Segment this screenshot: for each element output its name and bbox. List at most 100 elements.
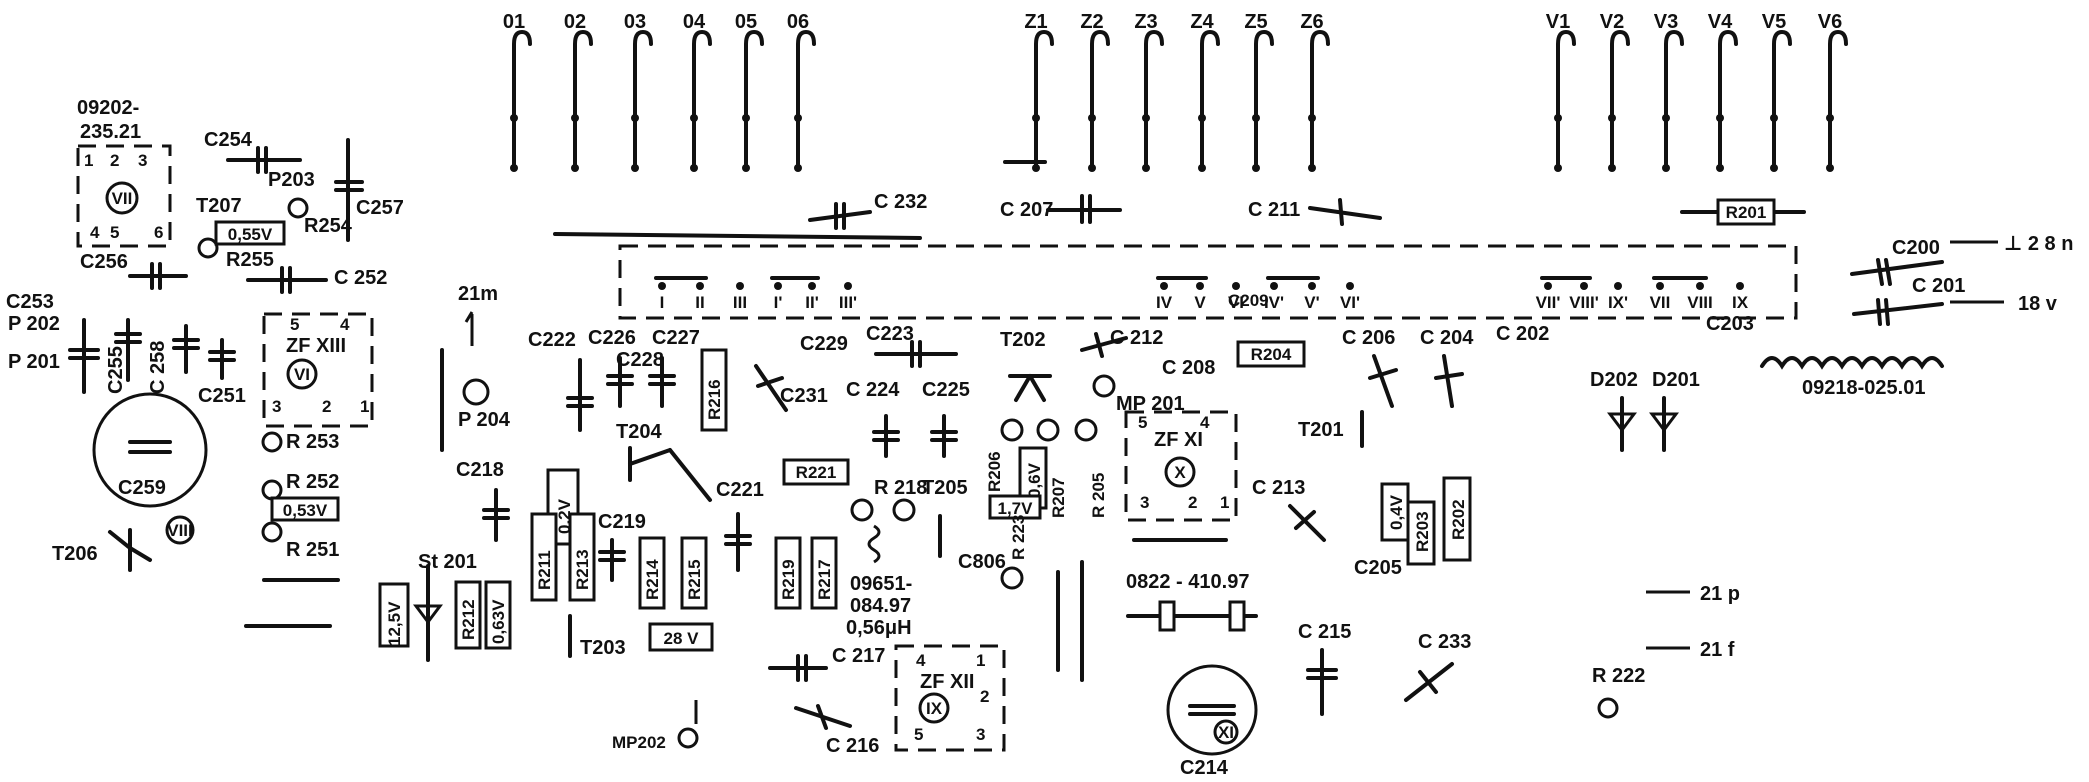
- c213-wire: [1288, 504, 1326, 542]
- switch-contact-dot: [1736, 282, 1744, 290]
- switch-contact-label: VII: [1650, 293, 1671, 312]
- c806-terminal: [1000, 566, 1024, 590]
- terminal-hook: [692, 29, 712, 118]
- pin-label: 4: [1200, 413, 1210, 432]
- r205-label: R 205: [1089, 473, 1108, 518]
- t207-label: T207: [196, 195, 242, 217]
- switch-contact-label: I': [774, 293, 783, 312]
- c233-label: C 233: [1418, 631, 1471, 653]
- terminal-hook: [1772, 29, 1792, 118]
- c213-label: C 213: [1252, 477, 1305, 499]
- r216-label: R216: [705, 379, 724, 420]
- switch-contact-dot: [658, 282, 666, 290]
- r253-terminal: [261, 431, 283, 453]
- switch-contact-label: II': [805, 293, 819, 312]
- v055-label: 0,55V: [228, 225, 273, 244]
- coil-symbol: [867, 524, 881, 564]
- c211-plate: [1338, 198, 1344, 226]
- p204-label: P 204: [458, 409, 511, 431]
- c201-label: C 201: [1912, 275, 1965, 297]
- switch-contact-label: I: [660, 293, 665, 312]
- t205-label: T205: [922, 477, 968, 499]
- pin-label: 2: [322, 397, 331, 416]
- d201-diode: [1649, 412, 1679, 433]
- terminal-hook: [1254, 29, 1274, 118]
- p203-terminal: [287, 197, 309, 219]
- c206-plate: [1368, 368, 1398, 380]
- r206-label: R206: [985, 451, 1004, 492]
- c215-label: C 215: [1298, 621, 1351, 643]
- c201-plate: [1884, 298, 1890, 326]
- r254-label: R254: [304, 215, 353, 237]
- switch-contact-label: VI': [1340, 293, 1360, 312]
- pin-label: 4: [916, 651, 926, 670]
- c200-plate: [1884, 258, 1892, 286]
- zf13-roman-label: VI: [294, 365, 310, 384]
- t202-lead: [1028, 374, 1046, 402]
- c219-label: C219: [598, 511, 646, 533]
- module-zf-xiii: 5 4 ZF XIII VI 3 2 1: [262, 312, 374, 428]
- switch-bus-outline: [618, 244, 1798, 320]
- c207-label: C 207: [1000, 199, 1053, 221]
- module-roman-label: VII: [112, 189, 133, 208]
- pin-label: 1: [1220, 493, 1229, 512]
- switch-contact-label: IV: [1156, 293, 1173, 312]
- pin-label: 6: [154, 223, 163, 242]
- r215-box: [680, 536, 708, 610]
- r252-terminal: [261, 479, 283, 501]
- zf13-roman-circle: [286, 358, 318, 390]
- r204-box: [1236, 340, 1306, 368]
- switch-contact-dot: [1270, 282, 1278, 290]
- switch-contact-label: II: [695, 293, 704, 312]
- switch-contact-label: III: [733, 293, 747, 312]
- pin-label: 1: [84, 151, 93, 170]
- terminal-hook: [1556, 29, 1576, 118]
- out-18v-label: 18 v: [2018, 293, 2058, 315]
- c254-label: C254: [204, 129, 253, 151]
- switch-contact-dot: [774, 282, 782, 290]
- c251-label: C251: [198, 385, 246, 407]
- v053-label: 0,53V: [283, 501, 328, 520]
- c216-plate: [816, 704, 828, 730]
- c229-label: C229: [800, 333, 848, 355]
- c231-label: C231: [780, 385, 828, 407]
- c216-label: C 216: [826, 735, 879, 757]
- st201-label: St 201: [418, 551, 477, 573]
- v053-box: [270, 496, 340, 522]
- pin-label: 3: [138, 151, 147, 170]
- mp202-terminal: [677, 727, 699, 749]
- c214-roman-label: XI: [1218, 723, 1234, 742]
- terminal-label: 02: [564, 11, 586, 33]
- terminal-hook: [1310, 29, 1330, 118]
- r211-label: R211: [535, 550, 554, 590]
- r251-label: R 251: [286, 539, 339, 561]
- r201-box: [1716, 198, 1776, 226]
- c201-plate: [1876, 298, 1882, 326]
- c231-wire: [754, 364, 788, 412]
- c211-label: C 211: [1248, 199, 1300, 221]
- coil-09218: [1760, 356, 1944, 370]
- c214-label: C214: [1180, 757, 1229, 779]
- terminal-label: 04: [683, 11, 706, 33]
- zf12-roman-label: IX: [926, 699, 943, 718]
- far-right-components: R201 C203 C200 C 201 ⊥ 2 8 n 18 v 09218-…: [1590, 198, 2073, 719]
- r211-box: [530, 512, 558, 602]
- r203-box: [1406, 500, 1436, 566]
- terminal-label: Z4: [1190, 11, 1214, 33]
- zf12-outline: [894, 644, 1006, 752]
- c256-label: C256: [80, 251, 128, 273]
- pin-label: 2: [110, 151, 119, 170]
- terminal-hook: [573, 29, 593, 118]
- terminal-hook: [1034, 29, 1054, 118]
- terminal-hook: [1664, 29, 1684, 118]
- c218-label: C218: [456, 459, 504, 481]
- terminal-label: V4: [1708, 11, 1733, 33]
- c217-label: C 217: [832, 645, 885, 667]
- zf11-outline: [1124, 410, 1238, 522]
- switch-contact-dot: [808, 282, 816, 290]
- c253-label: C253: [6, 291, 54, 313]
- c212-plate: [1094, 332, 1104, 358]
- r214-box: [638, 536, 666, 610]
- t204-lead: [668, 448, 712, 502]
